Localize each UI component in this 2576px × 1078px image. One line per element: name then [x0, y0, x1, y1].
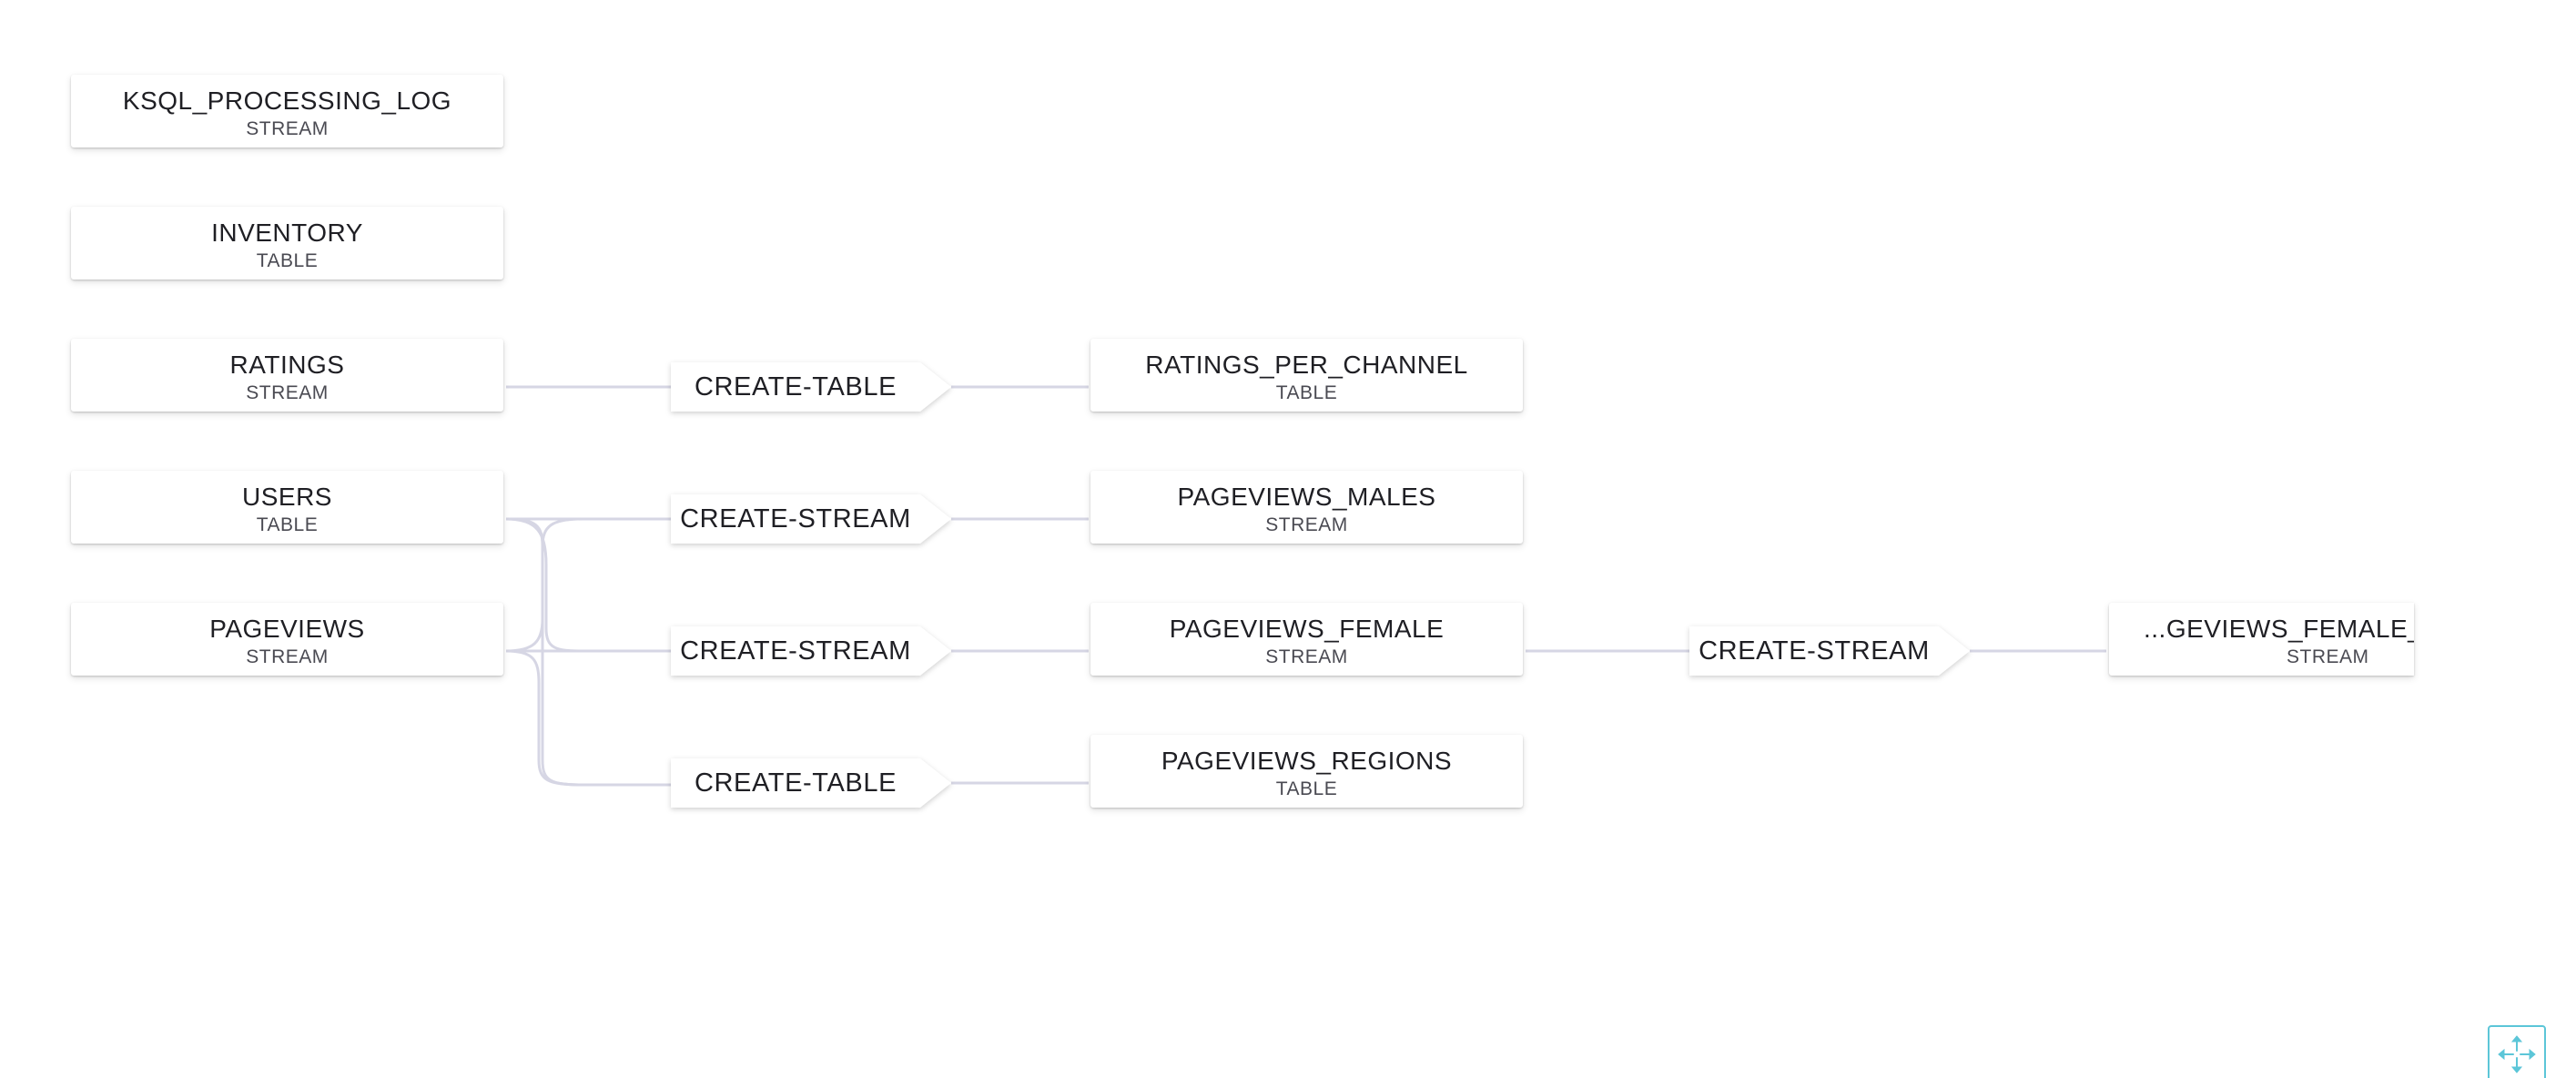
node-type: TABLE [1275, 382, 1338, 403]
op-create-stream-female-like[interactable]: CREATE-STREAM [1689, 626, 1970, 676]
node-name: PAGEVIEWS_MALES [1177, 483, 1436, 511]
node-ratings-per-channel[interactable]: RATINGS_PER_CHANNEL TABLE [1090, 339, 1523, 412]
op-label: CREATE-TABLE [694, 372, 898, 402]
node-name: PAGEVIEWS_REGIONS [1161, 747, 1453, 775]
edge-pageviews-branch-up [505, 517, 583, 653]
op-create-table-regions[interactable]: CREATE-TABLE [671, 758, 951, 808]
node-pageviews-female[interactable]: PAGEVIEWS_FEMALE STREAM [1090, 603, 1523, 676]
node-type: TABLE [256, 514, 319, 535]
node-pageviews[interactable]: PAGEVIEWS STREAM [71, 603, 503, 676]
node-name: USERS [242, 483, 332, 511]
node-users[interactable]: USERS TABLE [71, 471, 503, 544]
node-pageviews-female-like[interactable]: ...GEVIEWS_FEMALE_L STREAM [2109, 603, 2414, 676]
node-ratings[interactable]: RATINGS STREAM [71, 339, 503, 412]
node-type: STREAM [246, 382, 329, 403]
op-label: CREATE-STREAM [1699, 636, 1930, 666]
node-name: INVENTORY [211, 219, 363, 247]
edge-users-to-create-stream-female [505, 517, 671, 653]
node-type: TABLE [256, 250, 319, 271]
node-pageviews-males[interactable]: PAGEVIEWS_MALES STREAM [1090, 471, 1523, 544]
node-name: RATINGS [229, 351, 345, 379]
node-type: STREAM [246, 646, 329, 667]
node-name: PAGEVIEWS_FEMALE [1169, 615, 1445, 643]
node-type: STREAM [246, 118, 329, 139]
node-name: KSQL_PROCESSING_LOG [122, 86, 452, 115]
node-name: ...GEVIEWS_FEMALE_L [2144, 615, 2414, 643]
node-type: STREAM [2287, 646, 2369, 667]
node-type: TABLE [1275, 778, 1338, 799]
node-name: PAGEVIEWS [209, 615, 365, 643]
op-create-stream-female[interactable]: CREATE-STREAM [671, 626, 951, 676]
edge-pageviews-branch-down [505, 649, 583, 787]
node-type: STREAM [1265, 646, 1348, 667]
op-label: CREATE-TABLE [694, 768, 898, 798]
node-inventory[interactable]: INVENTORY TABLE [71, 207, 503, 280]
node-pageviews-regions[interactable]: PAGEVIEWS_REGIONS TABLE [1090, 735, 1523, 808]
op-label: CREATE-STREAM [680, 636, 911, 666]
move-arrows-icon [2498, 1035, 2536, 1073]
op-create-stream-males[interactable]: CREATE-STREAM [671, 494, 951, 544]
op-create-table-ratings[interactable]: CREATE-TABLE [671, 362, 951, 412]
op-label: CREATE-STREAM [680, 504, 911, 534]
node-type: STREAM [1265, 514, 1348, 535]
node-name: RATINGS_PER_CHANNEL [1145, 351, 1468, 379]
fit-view-button[interactable] [2488, 1025, 2546, 1078]
node-ksql-processing-log[interactable]: KSQL_PROCESSING_LOG STREAM [71, 75, 503, 147]
